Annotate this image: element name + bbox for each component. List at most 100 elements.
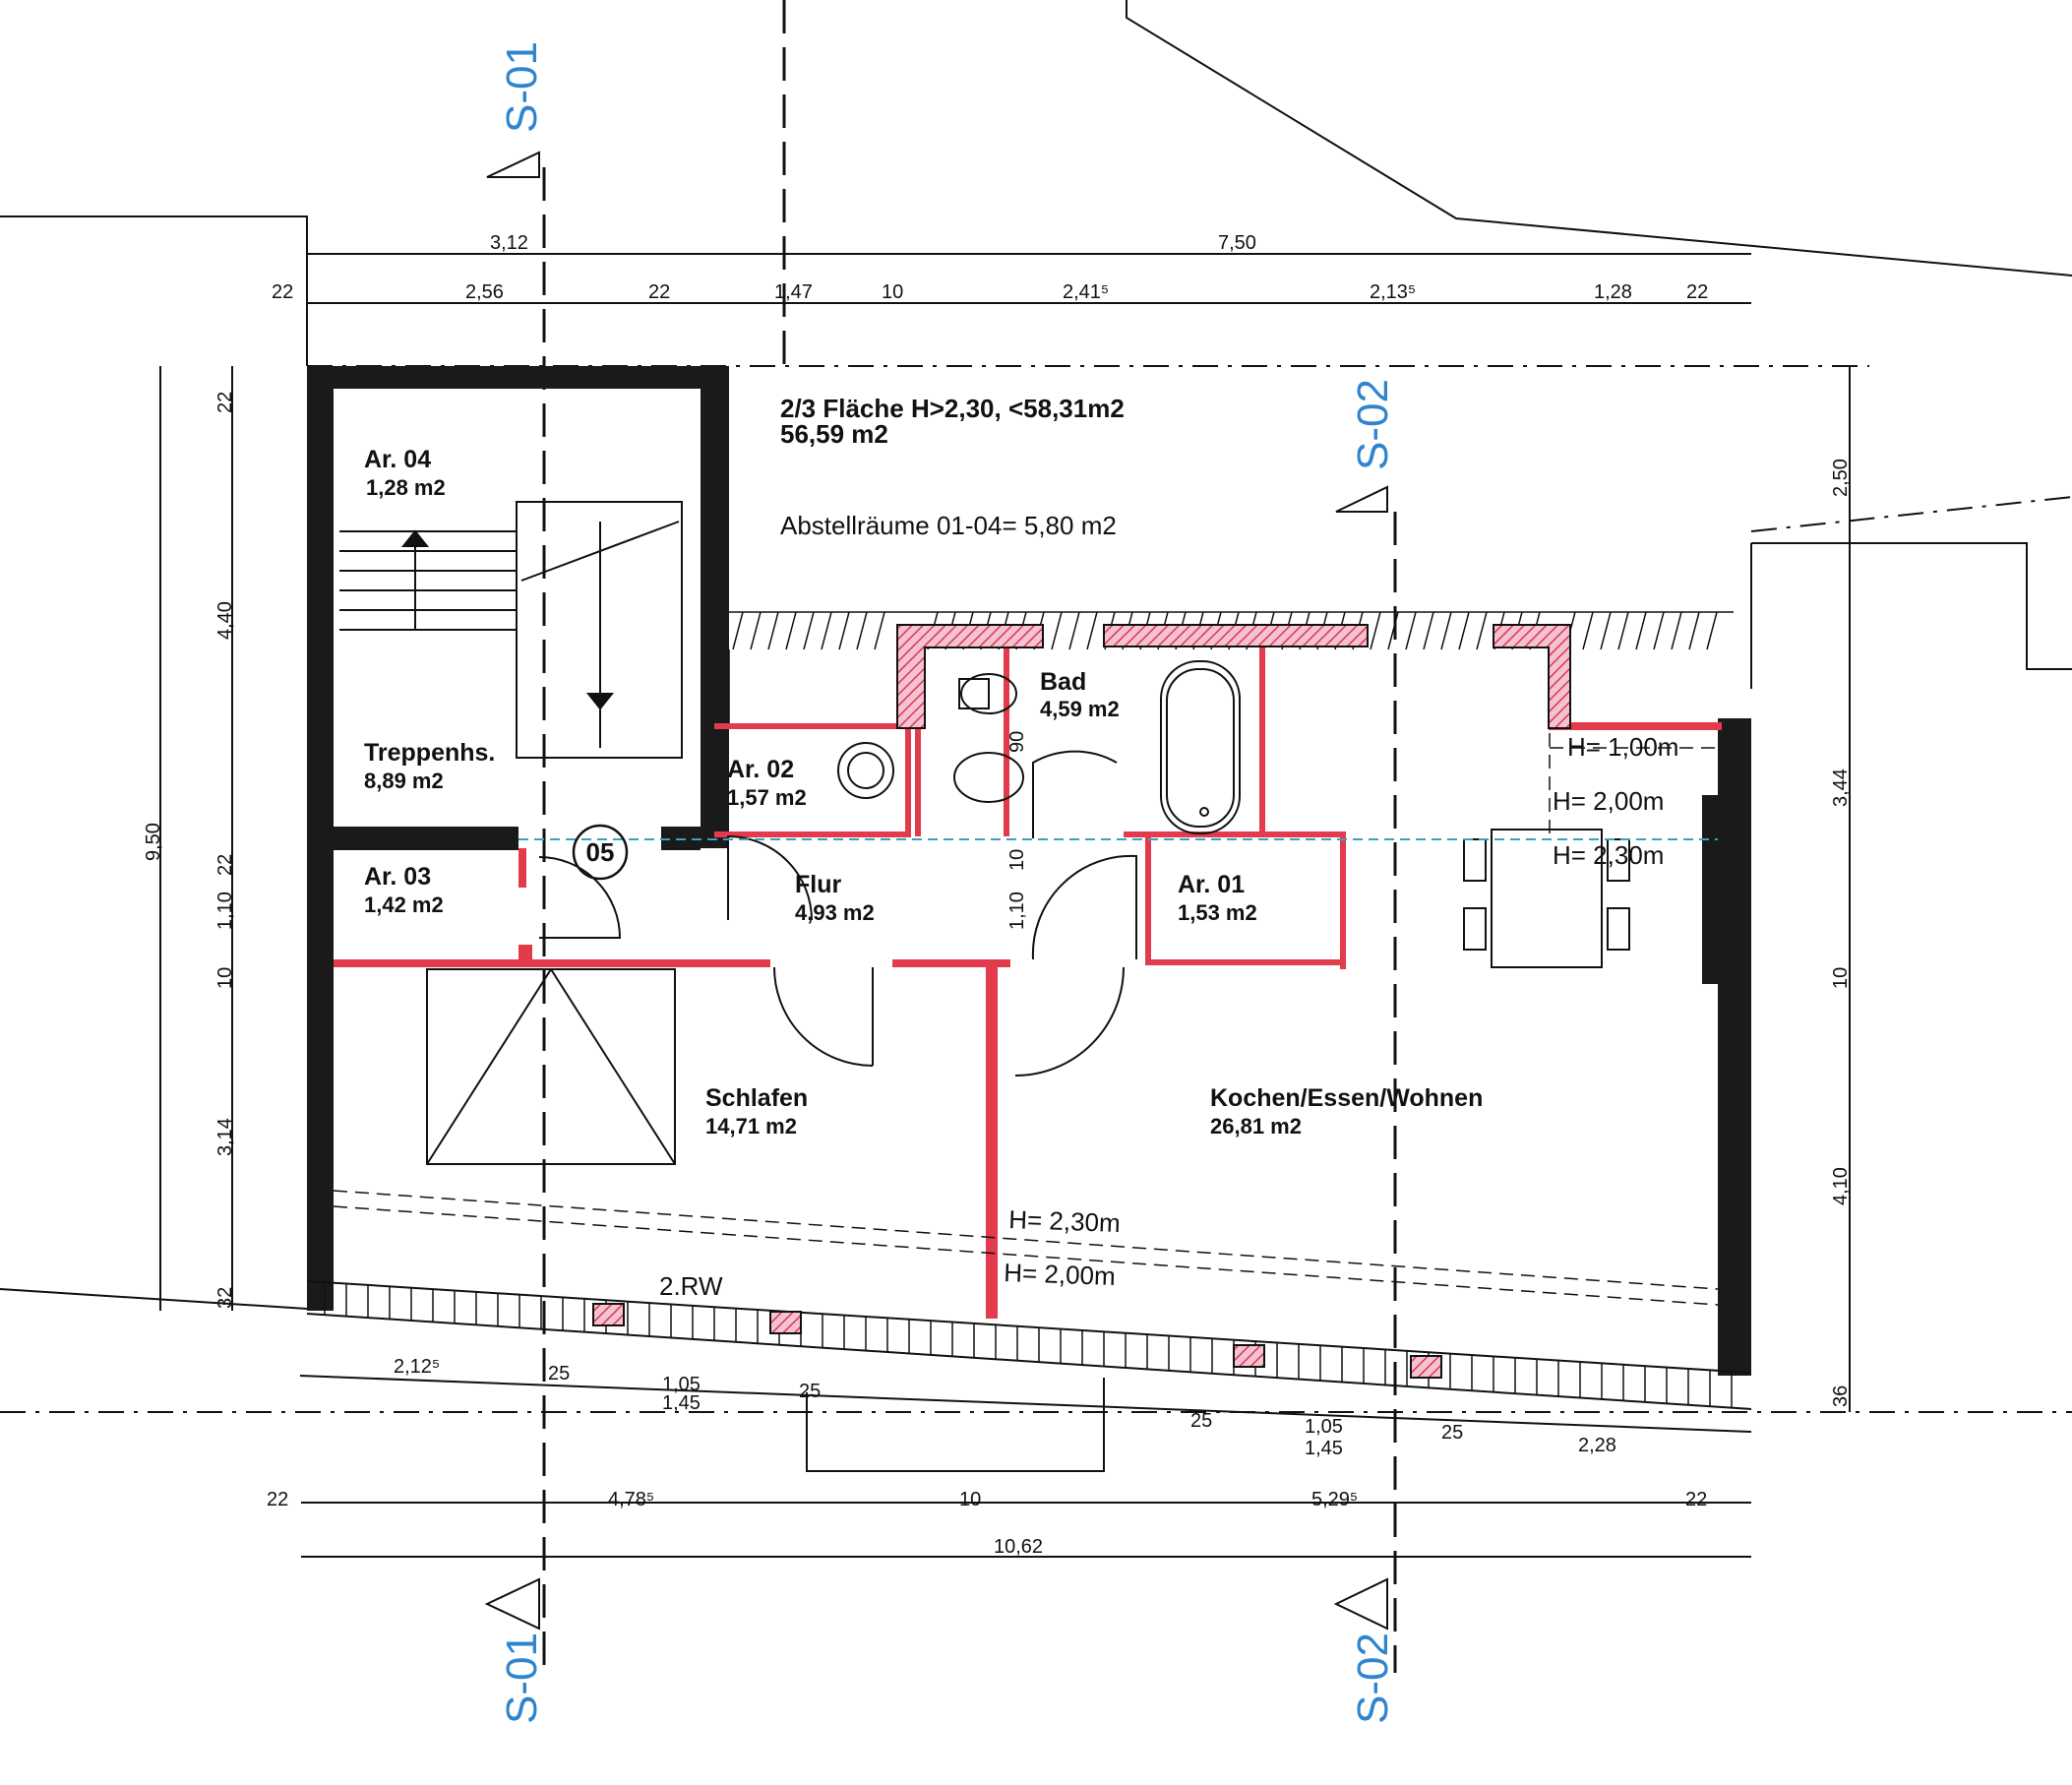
summary-line1: 2/3 Fläche H>2,30, <58,31m2	[780, 394, 1125, 423]
dim-top-2135: 2,13⁵	[1370, 281, 1416, 303]
dim-right-250: 2,50	[1830, 459, 1852, 497]
room-schlafen-name: Schlafen	[705, 1084, 808, 1112]
dim-top-128: 1,28	[1594, 281, 1632, 303]
dim-inner-10: 10	[1006, 849, 1028, 871]
eave-tick	[732, 611, 744, 650]
dim-left-110: 1,10	[214, 892, 236, 930]
eave-tick	[1051, 611, 1063, 650]
eave-tick	[1387, 611, 1399, 650]
dim-bottom-22a: 22	[267, 1489, 288, 1510]
eave-tick	[750, 611, 762, 650]
neighbor-outlines	[0, 0, 2072, 1472]
section-s01-top: S-01	[498, 41, 546, 133]
height-200-south: H= 2,00m	[1004, 1258, 1116, 1291]
room-ar02-name: Ar. 02	[727, 756, 794, 783]
dim-bottom-5295: 5,29⁵	[1311, 1489, 1358, 1510]
dim-left-22: 22	[214, 392, 236, 413]
eave-tick	[1458, 611, 1470, 650]
dim-left-314: 3,14	[214, 1118, 236, 1156]
eave-tick	[785, 611, 797, 650]
dim-right-10: 10	[1830, 967, 1852, 989]
eave-tick	[856, 611, 868, 650]
sanitary-fixtures	[837, 660, 1241, 834]
room-kochen-area: 26,81 m2	[1210, 1114, 1302, 1139]
dim-bottom-2125: 2,12⁵	[394, 1356, 440, 1378]
dim-top-22a: 22	[272, 281, 293, 303]
staircase	[339, 501, 683, 759]
height-200: H= 2,00m	[1553, 786, 1664, 816]
room-flur-area: 4,93 m2	[795, 900, 875, 925]
eave-tick	[803, 611, 815, 650]
room-ar01-name: Ar. 01	[1178, 871, 1245, 898]
storage-total: Abstellräume 01-04= 5,80 m2	[780, 511, 1117, 540]
dim-top-147: 1,47	[774, 281, 813, 303]
dim-bottom-25b: 25	[799, 1381, 821, 1402]
room-ar03-area: 1,42 m2	[364, 892, 444, 917]
window-label: 2.RW	[659, 1271, 723, 1301]
dim-bottom-4785: 4,78⁵	[608, 1489, 654, 1510]
room-bad-area: 4,59 m2	[1040, 697, 1120, 721]
eave-tick	[1423, 611, 1434, 650]
room-ar04-name: Ar. 04	[364, 446, 431, 473]
summary-line2: 56,59 m2	[780, 419, 888, 449]
height-230: H= 2,30m	[1553, 840, 1664, 870]
eave-tick	[767, 611, 779, 650]
room-ar04-area: 1,28 m2	[366, 475, 446, 500]
dim-bottom-10: 10	[959, 1489, 981, 1510]
dim-left-22b: 22	[214, 854, 236, 876]
exterior-walls	[307, 366, 1751, 1376]
height-lines	[333, 733, 1719, 1306]
door-swings	[538, 750, 1137, 1077]
room-treppenhaus-area: 8,89 m2	[364, 769, 444, 793]
unit-number-circle	[572, 824, 629, 881]
wardrobe	[426, 968, 676, 1165]
roof-edge	[306, 1280, 1752, 1410]
room-ar01-area: 1,53 m2	[1178, 900, 1257, 925]
section-s02-top: S-02	[1349, 379, 1397, 470]
room-schlafen-area: 14,71 m2	[705, 1114, 797, 1139]
dim-top-750: 7,50	[1218, 232, 1256, 254]
section-arrow-s02-top	[1335, 485, 1388, 513]
dim-left-32: 32	[214, 1287, 236, 1309]
dim-left-950: 9,50	[143, 823, 164, 861]
eave-tick	[1653, 611, 1665, 650]
dim-top-256: 2,56	[465, 281, 504, 303]
north-eaves	[728, 611, 1734, 728]
dim-top-2415: 2,41⁵	[1063, 281, 1109, 303]
eave-tick	[1086, 611, 1098, 650]
room-ar03-name: Ar. 03	[364, 863, 431, 891]
eave-tick	[1617, 611, 1629, 650]
dining-table	[1463, 829, 1630, 968]
dim-bottom-25a: 25	[548, 1363, 570, 1385]
eave-tick	[838, 611, 850, 650]
dim-bottom-25d: 25	[1441, 1422, 1463, 1444]
section-arrow-s01-top	[486, 151, 540, 178]
height-100: H= 1,00m	[1567, 732, 1678, 762]
dim-bottom-1062: 10,62	[994, 1536, 1043, 1558]
eave-tick	[874, 611, 885, 650]
section-lines	[542, 0, 1397, 1673]
eave-tick	[1600, 611, 1612, 650]
roof-edge-ticks	[324, 1282, 1733, 1408]
room-kochen-name: Kochen/Essen/Wohnen	[1210, 1084, 1483, 1112]
dim-bottom-145a: 1,45	[662, 1392, 701, 1414]
eave-tick	[1582, 611, 1594, 650]
dim-inner-90: 90	[1006, 731, 1028, 753]
eave-tick	[1635, 611, 1647, 650]
height-230-south: H= 2,30m	[1008, 1204, 1121, 1238]
dim-bottom-22b: 22	[1685, 1489, 1707, 1510]
eave-tick	[1370, 611, 1381, 650]
dim-bottom-105b: 1,05	[1305, 1416, 1343, 1438]
eave-tick	[1068, 611, 1080, 650]
eave-tick	[1476, 611, 1488, 650]
hatched-elements	[592, 624, 1571, 1379]
eave-tick	[1688, 611, 1700, 650]
eave-tick	[821, 611, 832, 650]
eave-tick	[1706, 611, 1718, 650]
room-treppenhaus-name: Treppenhs.	[364, 739, 495, 767]
dim-left-10: 10	[214, 967, 236, 989]
dim-bottom-145b: 1,45	[1305, 1438, 1343, 1459]
dimension-lines	[159, 253, 1851, 1558]
unit-number: 05	[586, 837, 615, 867]
room-ar02-area: 1,57 m2	[727, 785, 807, 810]
